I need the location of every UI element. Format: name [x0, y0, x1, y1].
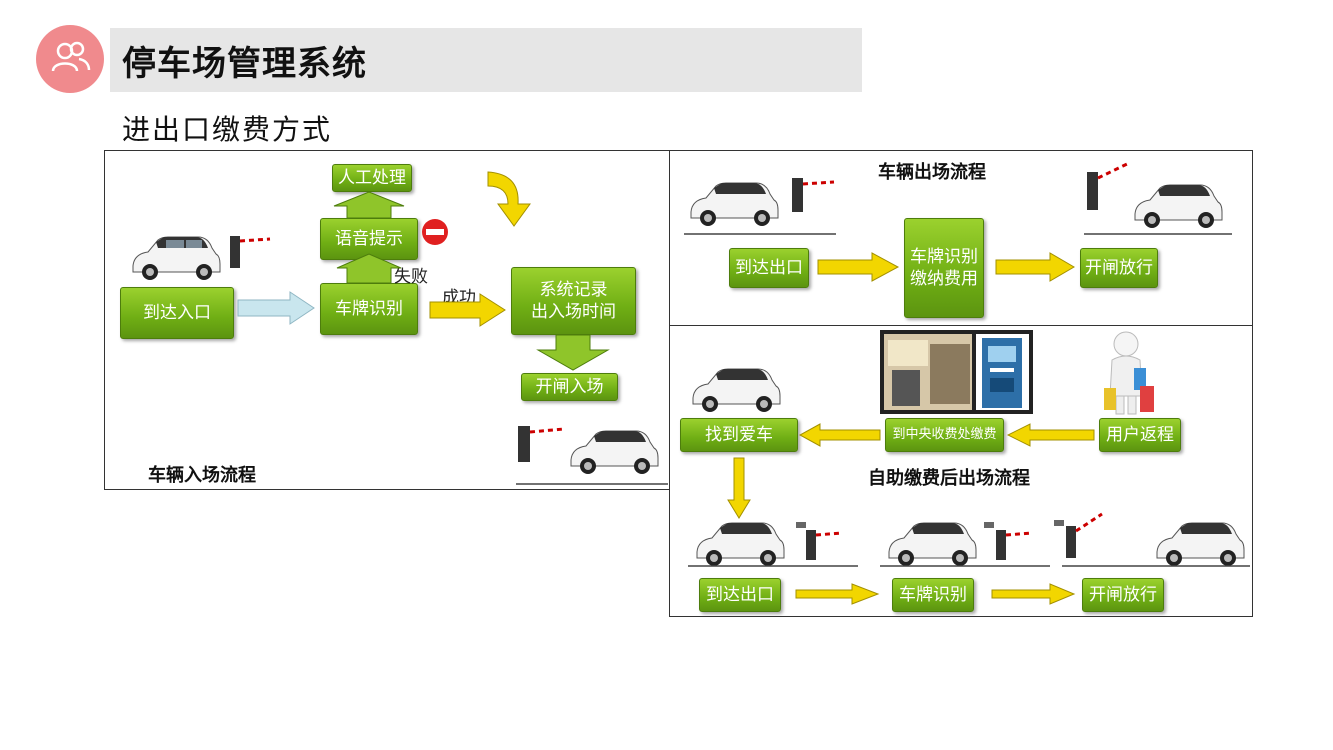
- self-pay-flow-title: 自助缴费后出场流程: [868, 468, 1030, 489]
- entry-record-box: 系统记录 出入场时间: [511, 267, 636, 335]
- exit-pay-box: 车牌识别 缴纳费用: [904, 218, 984, 318]
- page-title: 停车场管理系统: [122, 44, 367, 84]
- entry-flow-title: 车辆入场流程: [148, 465, 256, 486]
- self-open-box: 开闸放行: [1082, 578, 1164, 612]
- entry-fail-label: 失败: [394, 267, 428, 287]
- central-pay-box: 到中央收费处缴费: [885, 418, 1004, 452]
- user-group-icon: [36, 25, 104, 93]
- entry-arrive-box: 到达入口: [120, 287, 234, 339]
- self-arrive-box: 到达出口: [699, 578, 781, 612]
- exit-arrive-box: 到达出口: [729, 248, 809, 288]
- self-pay-flow-panel: [669, 325, 1253, 617]
- entry-manual-box: 人工处理: [332, 164, 412, 192]
- page-subtitle: 进出口缴费方式: [122, 113, 333, 146]
- user-return-box: 用户返程: [1099, 418, 1181, 452]
- entry-open-box: 开闸入场: [521, 373, 618, 401]
- self-recognize-box: 车牌识别: [892, 578, 974, 612]
- find-car-box: 找到爱车: [680, 418, 798, 452]
- title-bar: [110, 28, 862, 92]
- exit-open-box: 开闸放行: [1080, 248, 1158, 288]
- exit-flow-title: 车辆出场流程: [878, 162, 986, 183]
